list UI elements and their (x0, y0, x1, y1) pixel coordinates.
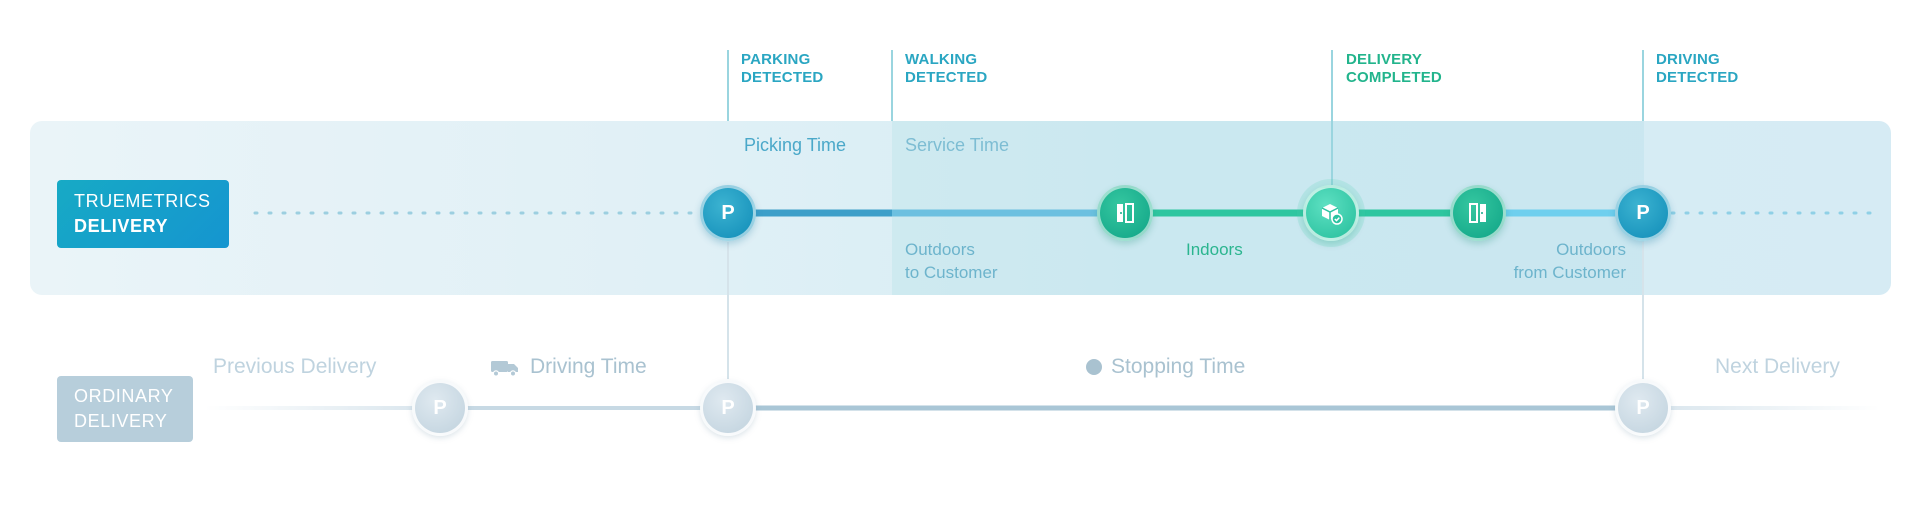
dot-icon (1086, 359, 1102, 375)
exit-door-node (1450, 185, 1506, 241)
ordinary-lead-in-line (205, 406, 440, 410)
driving-marker-line (1642, 50, 1644, 121)
driving-time-label: Driving Time (530, 355, 647, 378)
ordinary-delivery-badge: ORDINARY DELIVERY (57, 376, 193, 442)
parking-detected-label: PARKING DETECTED (741, 51, 824, 86)
door-icon (1117, 203, 1134, 223)
parking-icon: P (1636, 202, 1650, 224)
ordinary-parking-node: P (700, 380, 756, 436)
stopping-time-label: Stopping Time (1111, 355, 1246, 378)
next-delivery-label: Next Delivery (1715, 355, 1840, 378)
indoors-label: Indoors (1186, 240, 1243, 259)
truemetrics-delivery-badge: TRUEMETRICS DELIVERY (57, 180, 229, 248)
parking-icon: P (721, 202, 735, 224)
delivery-marker-line (1331, 50, 1333, 185)
walking-marker-line (891, 50, 893, 121)
door-icon (1469, 203, 1486, 223)
picking-time-label: Picking Time (744, 135, 847, 155)
parking-icon: P (433, 397, 447, 419)
ordinary-next-parking-node: P (1615, 380, 1671, 436)
outdoors-from-customer-label: Outdoors from Customer (1513, 240, 1626, 282)
previous-parking-node: P (412, 380, 468, 436)
delivery-completed-label: DELIVERY COMPLETED (1346, 51, 1442, 86)
driving-node: P (1615, 185, 1671, 241)
outdoors-to-customer-label: Outdoors to Customer (905, 240, 998, 282)
parking-marker-line (727, 50, 729, 121)
previous-delivery-label: Previous Delivery (213, 355, 377, 378)
service-time-label: Service Time (905, 135, 1010, 155)
walking-detected-label: WALKING DETECTED (905, 51, 988, 86)
driving-detected-label: DRIVING DETECTED (1656, 51, 1739, 86)
enter-door-node (1097, 185, 1153, 241)
parking-node: P (700, 185, 756, 241)
service-time-region (892, 121, 1644, 295)
truck-icon (491, 361, 518, 377)
delivery-completed-node (1303, 185, 1359, 241)
package-check-icon (1321, 204, 1343, 225)
parking-icon: P (1636, 397, 1650, 419)
truemetrics-panel (30, 121, 1891, 295)
ordinary-trailing-line (1643, 406, 1880, 410)
parking-icon: P (721, 397, 735, 419)
